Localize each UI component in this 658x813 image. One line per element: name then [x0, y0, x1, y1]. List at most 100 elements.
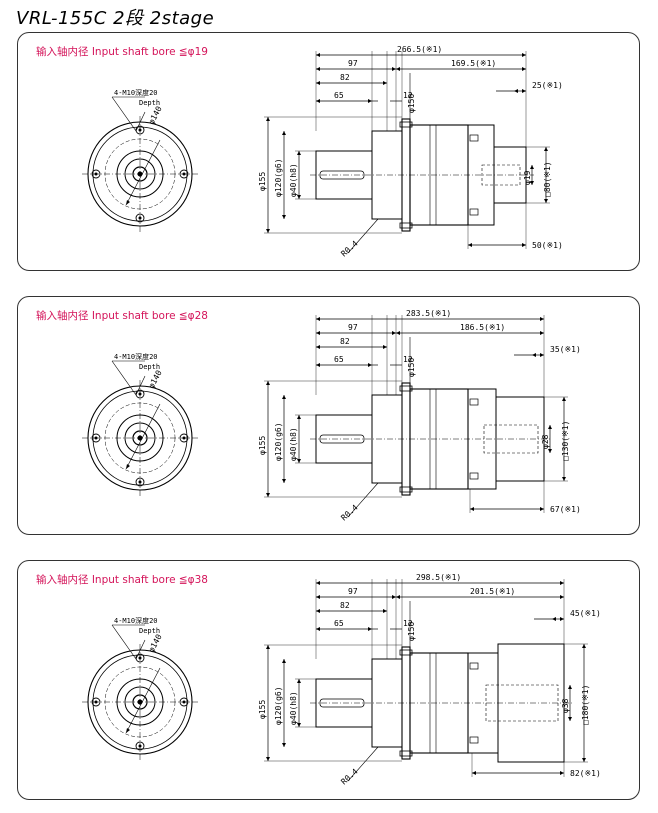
tap-hole-4 [135, 477, 145, 487]
dim-bore-arrow-end [568, 717, 572, 721]
bolt-bottom [399, 750, 413, 757]
dim-phi120-arrow-end [282, 479, 286, 483]
dim-flange-len-arrow-end [522, 89, 526, 93]
tap-leader-to-depth [135, 639, 146, 660]
dim-bottom-arrow-start [472, 771, 476, 775]
pcd-leader [125, 667, 161, 734]
dim-phi150-label: φ150 [407, 94, 416, 113]
bolt-bottom [399, 222, 413, 229]
dim-flange-len-label: 25(※1) [532, 81, 563, 90]
dim-12-label: 12 [403, 619, 413, 628]
dim-phi155-arrow-end [266, 493, 270, 497]
dim-bottom-label: 50(※1) [532, 241, 563, 250]
dim-square-label: □80(※1) [543, 161, 552, 197]
dim-phi120-arrow-start [282, 659, 286, 663]
dim-97-label: 97 [348, 59, 358, 68]
dim-square-arrow-start [562, 397, 566, 401]
dim-bottom-arrow-start [470, 507, 474, 511]
tap-hole-center-4 [138, 216, 142, 220]
dim-phi120-arrow-start [282, 395, 286, 399]
r04-label: R0.4 [339, 767, 359, 787]
dim-bore-arrow-end [530, 181, 534, 185]
dim-97-arrow-end [392, 331, 396, 335]
dim-total-arrow-start [316, 317, 320, 321]
tap-spec-label: 4-M10深度20 [114, 616, 158, 625]
bearing-circle [124, 422, 156, 454]
dim-bore-arrow-start [530, 165, 534, 169]
dim-motor-side-arrow-start [396, 595, 400, 599]
pcd-leader [125, 139, 161, 206]
tap-hole-1 [91, 697, 101, 707]
dim-total-label: 298.5(※1) [416, 573, 461, 582]
dim-97-arrow-start [316, 67, 320, 71]
dim-total-arrow-start [316, 53, 320, 57]
dim-phi120-arrow-end [282, 215, 286, 219]
dim-total-arrow-start [316, 581, 320, 585]
dim-phi120-label: φ120(g6) [274, 422, 283, 461]
dim-82-label: 82 [340, 73, 350, 82]
dim-phi40-label: φ40(h8) [289, 427, 298, 461]
bolt-top [399, 649, 413, 656]
r04-label: R0.4 [339, 503, 359, 523]
dim-square-arrow-end [562, 477, 566, 481]
dim-65-arrow-start [316, 99, 320, 103]
tap-leader-to-depth [135, 111, 146, 132]
bearing-circle [124, 158, 156, 190]
dim-bore-label: φ28 [541, 434, 550, 449]
tap-hole-4 [135, 741, 145, 751]
dim-82-arrow-start [316, 345, 320, 349]
dim-phi40-label: φ40(h8) [289, 691, 298, 725]
tap-hole-3 [135, 653, 145, 663]
tap-hole-3 [135, 125, 145, 135]
dim-bottom-arrow-end [522, 243, 526, 247]
shaft-circle [132, 166, 148, 182]
dim-97-arrow-start [316, 595, 320, 599]
tap-hole-3 [135, 389, 145, 399]
input-shaft-bore-label: 输入轴内径 Input shaft bore ≦φ38 [36, 574, 208, 586]
depth-label: Depth [139, 99, 160, 107]
tap-hole-center-2 [182, 172, 186, 176]
flange-nut-1 [469, 662, 479, 670]
dim-phi40-arrow-end [297, 195, 301, 199]
dim-phi150-label: φ150 [407, 622, 416, 641]
dim-65-arrow-start [316, 627, 320, 631]
dim-82-arrow-start [316, 81, 320, 85]
dim-square-label: □180(※1) [581, 685, 590, 725]
dim-phi120-arrow-start [282, 131, 286, 135]
dim-phi155-arrow-start [266, 645, 270, 649]
dim-bore-arrow-end [548, 449, 552, 453]
dim-phi120-label: φ120(g6) [274, 158, 283, 197]
pcd-arrow [126, 200, 130, 205]
dim-bore-label: φ19 [523, 170, 532, 185]
dim-bore-arrow-start [568, 685, 572, 689]
tap-hole-center-1 [94, 700, 98, 704]
bolt-bottom [399, 486, 413, 493]
input-shaft-bore-label: 输入轴内径 Input shaft bore ≦φ19 [36, 46, 208, 58]
flange-nut-2 [469, 736, 479, 744]
tap-hole-center-2 [182, 436, 186, 440]
tap-leader-to-depth [135, 375, 146, 396]
dim-square-arrow-end [544, 199, 548, 203]
dim-97-arrow-start [316, 331, 320, 335]
tap-hole-2 [179, 697, 189, 707]
dim-82-label: 82 [340, 337, 350, 346]
r04-leader [347, 482, 379, 518]
flange-nut-2 [469, 472, 479, 480]
dim-motor-side-label: 201.5(※1) [470, 587, 515, 596]
dim-motor-side-arrow-start [396, 67, 400, 71]
dim-97-arrow-end [392, 595, 396, 599]
dim-square-arrow-start [582, 644, 586, 648]
dim-12-label: 12 [403, 355, 413, 364]
dim-phi40-arrow-start [297, 151, 301, 155]
page-title: VRL-155C 2段 2stage [16, 8, 215, 29]
tap-spec-label: 4-M10深度20 [114, 88, 158, 97]
dim-motor-side-label: 186.5(※1) [460, 323, 505, 332]
pcd-arrow [126, 728, 130, 733]
dim-82-arrow-start [316, 609, 320, 613]
tap-hole-2 [179, 169, 189, 179]
shaft-keyway [319, 170, 365, 180]
